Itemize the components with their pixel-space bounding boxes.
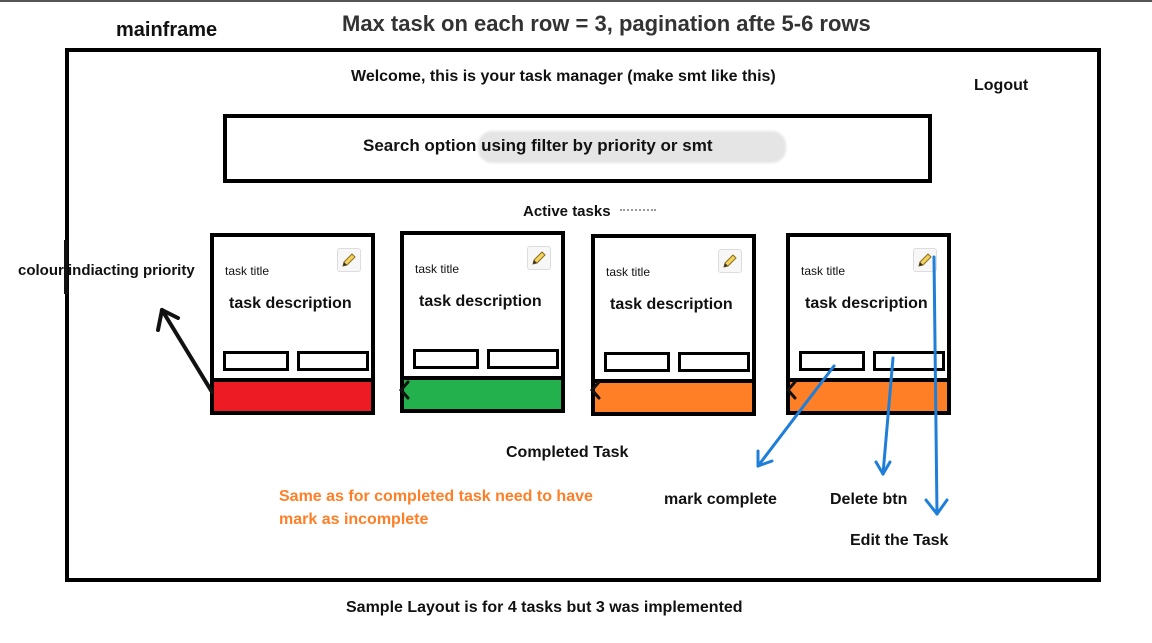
pencil-icon[interactable] [527, 246, 551, 270]
search-placeholder: Search option using filter by priority o… [363, 136, 713, 155]
edit-annotation: Edit the Task [850, 532, 949, 549]
completed-tasks-label: Completed Task [506, 444, 629, 461]
active-tasks-label: Active tasks [523, 203, 611, 220]
task-card[interactable]: task title task description [210, 233, 375, 415]
welcome-text: Welcome, this is your task manager (make… [351, 68, 776, 85]
logout-button[interactable]: Logout [974, 77, 1029, 94]
task-title: task title [801, 264, 846, 278]
mark-complete-button[interactable] [413, 349, 479, 369]
pencil-icon[interactable] [718, 249, 742, 273]
priority-annotation: colour indiacting priority [18, 262, 195, 279]
priority-color-bar [595, 379, 752, 412]
delete-button[interactable] [487, 349, 559, 369]
task-description: task description [229, 295, 352, 312]
task-title: task title [415, 262, 460, 276]
search-box[interactable] [223, 114, 932, 183]
mainframe-label: mainframe [116, 19, 218, 41]
pencil-icon[interactable] [337, 248, 361, 272]
priority-color-bar [790, 378, 947, 411]
scribble-mark [620, 209, 656, 211]
priority-color-bar [214, 378, 371, 411]
pencil-icon[interactable] [913, 248, 937, 272]
mark-complete-button[interactable] [799, 351, 865, 371]
delete-button[interactable] [297, 351, 369, 371]
task-description: task description [419, 293, 542, 310]
task-card[interactable]: task title task description [400, 231, 565, 413]
task-card[interactable]: task title task description [786, 233, 951, 415]
text-cursor-mark [64, 240, 68, 294]
delete-button[interactable] [873, 351, 945, 371]
top-border-line [0, 0, 1152, 2]
completed-note: Same as for completed task need to have … [279, 488, 593, 528]
task-description: task description [610, 296, 733, 313]
mark-complete-button[interactable] [223, 351, 289, 371]
mark-complete-annotation: mark complete [664, 491, 777, 508]
mark-complete-button[interactable] [604, 352, 670, 372]
task-card[interactable]: task title task description [591, 234, 756, 416]
task-title: task title [225, 264, 270, 278]
search-highlight [478, 131, 786, 163]
priority-color-bar [404, 376, 561, 409]
footer-note: Sample Layout is for 4 tasks but 3 was i… [346, 599, 743, 616]
page-heading: Max task on each row = 3, pagination aft… [342, 11, 871, 36]
delete-annotation: Delete btn [830, 491, 908, 508]
delete-button[interactable] [678, 352, 750, 372]
task-title: task title [606, 265, 651, 279]
task-description: task description [805, 295, 928, 312]
mainframe-box [65, 48, 1101, 582]
